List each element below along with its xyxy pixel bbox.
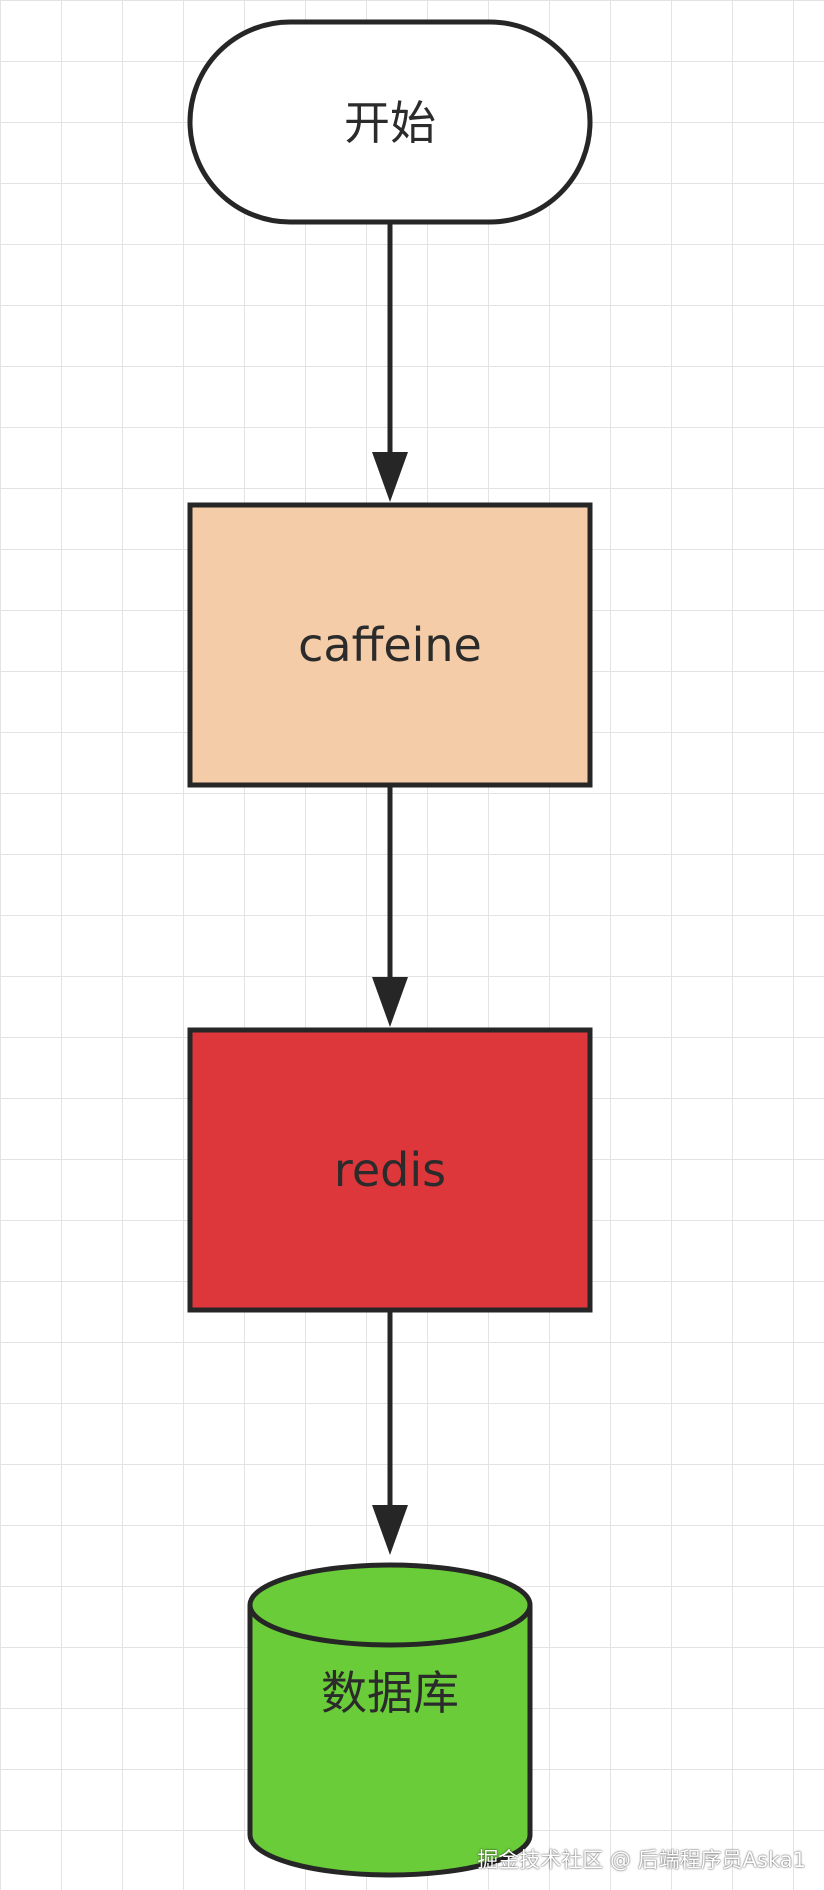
arrowhead-caffeine [372, 452, 408, 502]
caffeine-node [187, 502, 593, 788]
database-node [247, 1562, 533, 1878]
arrowhead-redis [372, 977, 408, 1027]
database-label: 数据库 [321, 1666, 459, 1720]
arrowheads [372, 452, 408, 1555]
start-node [187, 19, 593, 225]
watermark-text: 掘金技术社区 @ 后端程序员Aska1 [477, 1848, 806, 1872]
database-top [247, 1562, 533, 1648]
start-label: 开始 [344, 96, 436, 150]
redis-label: redis [333, 1143, 447, 1197]
database-body [247, 1605, 533, 1878]
caffeine-label: caffeine [298, 618, 482, 672]
arrowhead-database [372, 1505, 408, 1555]
redis-node [187, 1027, 593, 1313]
